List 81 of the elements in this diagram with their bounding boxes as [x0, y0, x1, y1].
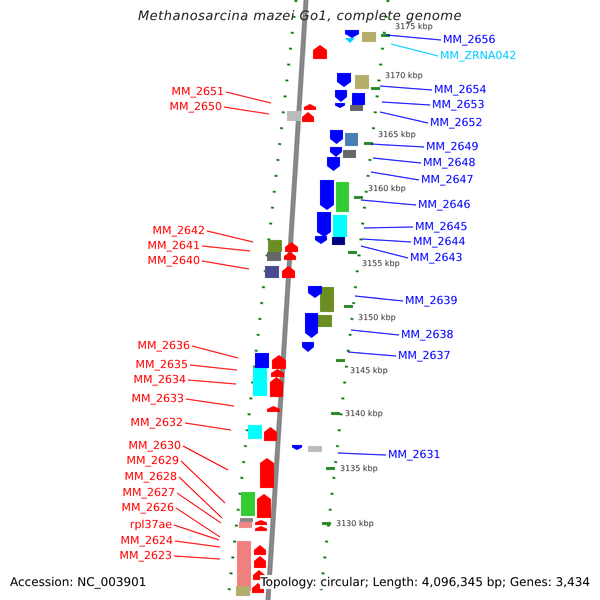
gene-label: MM_2656 — [443, 33, 496, 46]
leader-line — [176, 492, 222, 524]
gene-label: MM_2629 — [126, 454, 179, 467]
leader-line — [386, 34, 442, 40]
gene-label: MM_2654 — [434, 83, 486, 96]
gene-label: MM_2637 — [398, 349, 450, 362]
gene-label: MM_2631 — [388, 448, 440, 461]
accession-text: Accession: NC_003901 — [10, 575, 146, 589]
gene-label: MM_ZRNA042 — [440, 49, 516, 62]
leader-line — [226, 92, 272, 104]
gene-label: MM_2630 — [128, 439, 181, 452]
leader-line — [206, 230, 254, 242]
gene-label: MM_2640 — [148, 254, 200, 267]
leader-line — [176, 508, 220, 538]
scale-label: 3160 kbp — [368, 184, 406, 193]
gene-label: MM_2634 — [134, 373, 186, 386]
gene-label: rpl37ae — [130, 518, 172, 531]
gene-label: MM_2639 — [405, 294, 458, 307]
leader-line — [188, 380, 236, 384]
leader-line — [380, 86, 432, 90]
leader-line — [354, 296, 404, 302]
gene-label: MM_2632 — [130, 416, 183, 429]
gene-label: MM_2645 — [415, 220, 468, 233]
gene-label: MM_2651 — [172, 85, 224, 98]
leader-line — [390, 44, 438, 56]
gene-label: MM_2627 — [122, 486, 175, 499]
leader-line — [382, 102, 430, 106]
gene-label: MM_2641 — [148, 239, 200, 252]
gene-label: MM_2636 — [138, 339, 190, 352]
leader-line — [350, 330, 400, 336]
scale-label: 3175 kbp — [395, 22, 433, 31]
summary-text: Topology: circular; Length: 4,096,345 bp; Genes: 3,434 — [260, 575, 590, 589]
leader-line — [174, 556, 220, 560]
leader-line — [360, 246, 408, 258]
gene-label: MM_2650 — [170, 100, 222, 113]
gene-label: MM_2646 — [418, 198, 470, 211]
genome-title: Methanosarcina mazei Go1, complete genome — [136, 9, 464, 24]
leader-line — [380, 112, 428, 124]
gene-label: MM_2653 — [432, 98, 484, 111]
leader-line — [348, 352, 396, 356]
gene-label: MM_2644 — [413, 235, 466, 248]
leader-line — [202, 246, 250, 252]
scale-label: 3135 kbp — [340, 464, 378, 473]
gene-label: MM_2642 — [152, 224, 205, 237]
leader-line — [362, 238, 412, 242]
gene-label: MM_2628 — [124, 470, 177, 483]
leader-line — [186, 398, 234, 406]
gene-label: MM_2649 — [426, 140, 478, 153]
leader-line — [192, 346, 238, 358]
leader-line — [372, 158, 422, 164]
leader-line — [370, 172, 420, 180]
gene-label: MM_2643 — [410, 251, 462, 264]
leader-line — [364, 226, 414, 228]
scale-label: 3145 kbp — [350, 366, 388, 375]
scale-label: 3150 kbp — [358, 313, 396, 322]
leader-line — [174, 524, 220, 540]
leader-line — [370, 144, 424, 148]
leader-line — [184, 422, 232, 430]
leader-line — [224, 106, 270, 114]
gene-label: MM_2623 — [120, 549, 172, 562]
gene-label: MM_2626 — [122, 501, 174, 514]
gene-label: MM_2635 — [136, 358, 188, 371]
leader-line — [180, 460, 226, 504]
gene-label: MM_2647 — [421, 173, 474, 186]
scale-label: 3130 kbp — [336, 519, 374, 528]
scale-label: 3155 kbp — [362, 259, 400, 268]
leader-line — [178, 476, 222, 518]
scale-label: 3165 kbp — [378, 130, 416, 139]
leader-line — [338, 452, 386, 456]
leader-line — [360, 200, 416, 206]
leader-line — [202, 260, 250, 270]
scale-label: 3170 kbp — [385, 71, 423, 80]
leader-line — [190, 364, 238, 370]
gene-label: MM_2638 — [401, 328, 454, 341]
leader-line — [174, 540, 220, 548]
leader-line — [182, 446, 228, 470]
gene-label: MM_2624 — [120, 534, 173, 547]
gene-label: MM_2652 — [430, 116, 482, 129]
scale-label: 3140 kbp — [345, 409, 383, 418]
gene-label: MM_2648 — [423, 156, 476, 169]
gene-label: MM_2633 — [132, 392, 184, 405]
